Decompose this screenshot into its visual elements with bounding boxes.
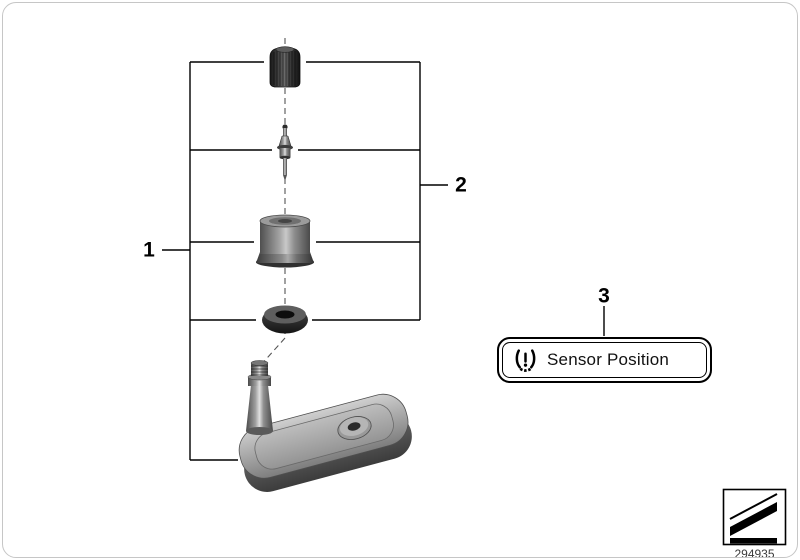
union-nut [256,214,314,268]
drawing-number: 294935 [734,547,775,560]
sensor-position-label: Sensor Position [547,350,670,369]
callout-2: 2 [455,173,467,197]
sensor-position-badge: Sensor Position [497,337,712,383]
tpms-warning-icon [515,348,536,372]
callout-1: 1 [143,238,155,262]
callout-brackets [162,61,605,461]
sealing-washer [262,305,308,334]
valve-cap [269,46,301,88]
callout-3: 3 [598,284,610,308]
valve-stem [246,360,273,435]
sensor-position-badge-inner: Sensor Position [502,342,707,378]
valve-core [277,124,293,181]
view-direction-icon [722,488,787,546]
rdc-wheel-sensor [238,360,412,492]
